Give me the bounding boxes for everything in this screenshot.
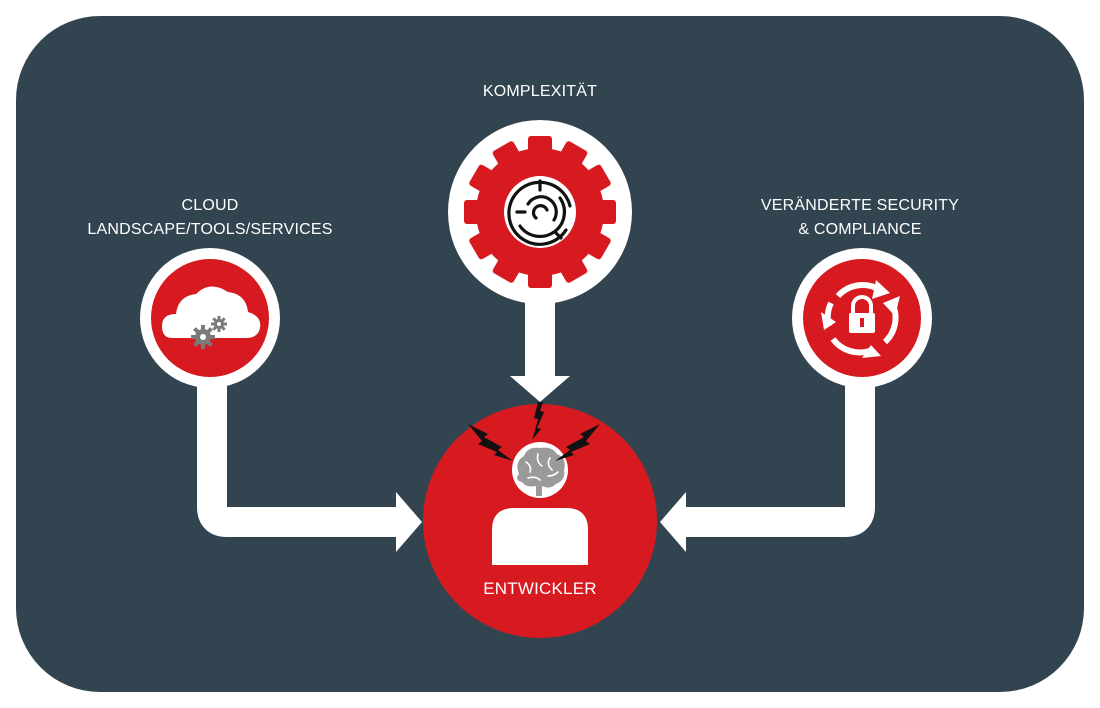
node-complexity — [448, 120, 632, 304]
maze-gear-icon — [464, 136, 616, 288]
label-security-line-2: & COMPLIANCE — [798, 221, 922, 238]
label-security: VERÄNDERTE SECURITY & COMPLIANCE — [740, 194, 980, 242]
lightning-icon — [468, 402, 600, 461]
label-security-line-1: VERÄNDERTE SECURITY — [760, 197, 960, 214]
label-developer-text: ENTWICKLER — [483, 579, 597, 598]
label-cloud: CLOUD LANDSCAPE/TOOLS/SERVICES — [70, 194, 350, 242]
connector-right — [660, 360, 875, 552]
cloud-gears-icon — [162, 286, 261, 349]
connector-left — [197, 360, 422, 552]
node-cloud — [140, 248, 280, 388]
developer-brain-icon — [492, 442, 588, 565]
label-complexity-line: KOMPLEXITÄT — [482, 83, 598, 100]
node-security — [792, 248, 932, 388]
node-developer — [423, 402, 657, 638]
label-complexity: KOMPLEXITÄT — [420, 80, 660, 104]
label-developer: ENTWICKLER — [440, 577, 640, 601]
label-cloud-line-1: CLOUD — [181, 197, 239, 214]
brain-icon — [517, 447, 565, 496]
lock-cycle-icon — [821, 280, 900, 358]
label-cloud-line-2: LANDSCAPE/TOOLS/SERVICES — [87, 221, 333, 238]
